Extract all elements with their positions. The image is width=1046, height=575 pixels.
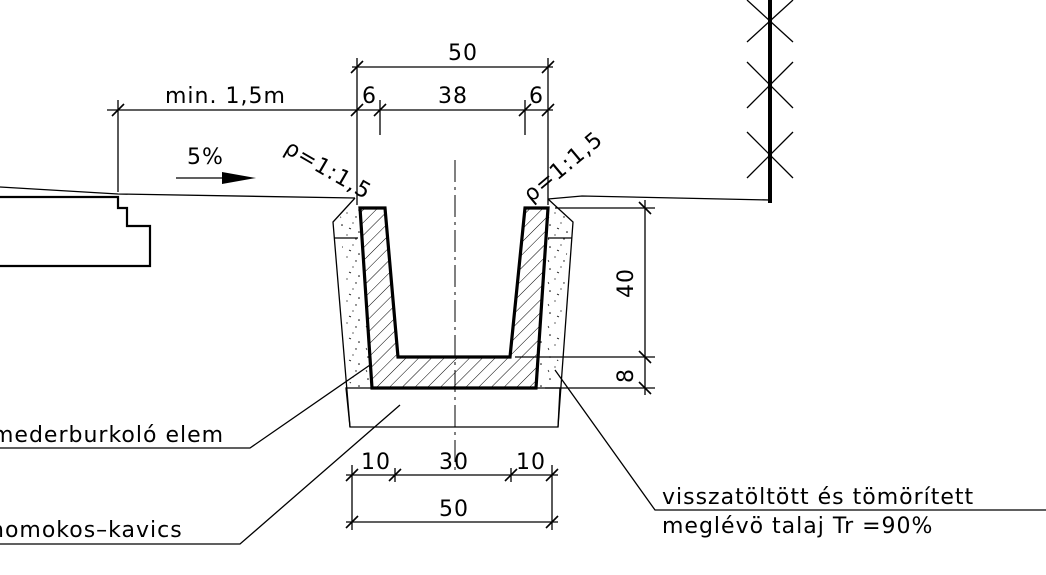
- dim-bottom-left-label: 10: [361, 450, 391, 475]
- channel-element: [358, 206, 550, 390]
- dim-left-wall-label: 6: [362, 84, 377, 109]
- label-backfill-line2: meglévö talaj Tr =90%: [662, 514, 933, 539]
- label-gravel: homokos–kavics: [0, 518, 183, 543]
- road-edge-profile: [0, 195, 152, 268]
- dim-top-total: [350, 58, 555, 205]
- dim-bottom-right-label: 10: [516, 450, 546, 475]
- dim-min-width-label: min. 1,5m: [165, 84, 286, 109]
- grade-label: 5%: [187, 145, 224, 170]
- dim-height-label: 40: [614, 268, 639, 298]
- sand-bedding-left: [340, 208, 372, 388]
- dim-top-total-label: 50: [448, 41, 478, 66]
- excavation-left: [332, 197, 356, 428]
- dim-right-wall-label: 6: [529, 84, 544, 109]
- leader-backfill: [554, 369, 1046, 511]
- fence-wire-crosses: [746, 0, 794, 179]
- dim-inner-width-label: 38: [438, 84, 468, 109]
- ground-left: [0, 186, 356, 199]
- ground-right: [547, 195, 771, 201]
- concrete-base: [345, 387, 561, 428]
- grade-arrow: [176, 172, 256, 184]
- dim-bottom-mid-label: 30: [439, 450, 469, 475]
- dim-vertical: [515, 200, 655, 395]
- excavation-right: [547, 198, 574, 428]
- dim-base-label: 8: [614, 368, 639, 383]
- dim-bottom-row: [345, 465, 559, 530]
- dim-bottom-total-label: 50: [439, 497, 469, 522]
- label-backfill-line1: visszatöltött és tömörített: [662, 485, 974, 510]
- leader-element: [0, 364, 371, 449]
- leader-gravel: [0, 404, 401, 545]
- slope-right-label: ρ=1:1,5: [519, 127, 608, 208]
- slope-left-label: ρ=1:1,5: [280, 136, 375, 206]
- label-element: mederburkoló elem: [0, 423, 224, 448]
- dim-row-2: [107, 100, 555, 192]
